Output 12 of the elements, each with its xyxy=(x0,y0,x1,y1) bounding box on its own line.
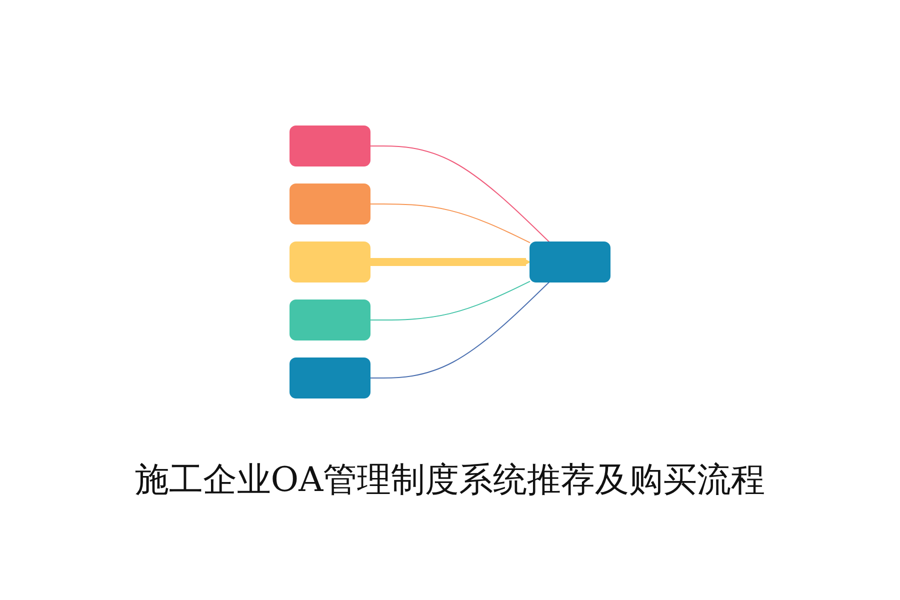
node-box xyxy=(290,358,370,398)
node-box xyxy=(290,126,370,166)
node-box xyxy=(290,184,370,224)
diagram-title: 施工企业OA管理制度系统推荐及购买流程 xyxy=(134,459,766,502)
arrow xyxy=(370,258,530,266)
connector xyxy=(370,146,550,242)
connector xyxy=(370,282,550,378)
node-box xyxy=(290,300,370,340)
connector xyxy=(370,204,530,244)
connector xyxy=(370,280,530,320)
node-box xyxy=(530,242,610,282)
node-box xyxy=(290,242,370,282)
